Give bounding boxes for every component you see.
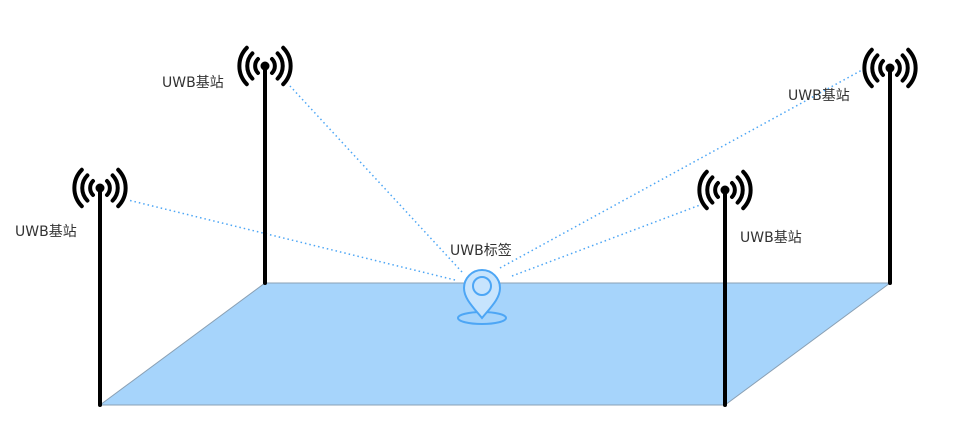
antenna-signal-icon <box>237 45 293 285</box>
tag-label: UWB标签 <box>450 243 512 259</box>
anchor-label: UWB基站 <box>740 230 802 246</box>
anchor-label: UWB基站 <box>15 224 77 240</box>
link-anchor-2 <box>289 85 463 273</box>
location-pin-icon <box>457 269 507 325</box>
anchor-label: UWB基站 <box>788 88 850 104</box>
link-anchor-4 <box>499 69 863 269</box>
antenna-signal-icon <box>72 167 128 407</box>
signal-links <box>127 69 863 281</box>
antenna-signal-icon <box>697 169 753 407</box>
anchor-label: UWB基站 <box>162 75 224 91</box>
link-anchor-3 <box>511 204 701 277</box>
antenna-signal-icon <box>862 47 918 285</box>
